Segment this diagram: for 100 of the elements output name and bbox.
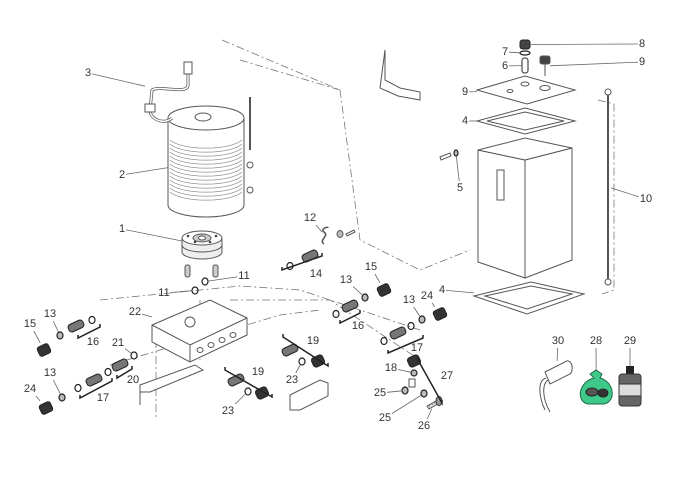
callout-number: 26 <box>418 420 430 432</box>
leader-line <box>316 224 323 233</box>
base-plate-drawing <box>472 281 586 315</box>
washer-icon <box>418 315 426 324</box>
callout-number: 1 <box>118 223 126 235</box>
tie-rod-drawing <box>604 88 612 286</box>
leader-line <box>508 65 522 66</box>
leader-line <box>234 394 246 404</box>
callout-number: 19 <box>252 366 264 378</box>
capacitor-drawing <box>539 360 573 412</box>
callout-number: 11 <box>238 270 250 282</box>
washer-icon <box>401 386 409 395</box>
leader-line <box>352 286 362 296</box>
washer-icon <box>410 369 418 377</box>
callout-number: 4 <box>462 115 468 127</box>
callout-number: 14 <box>310 268 322 280</box>
leader-line <box>508 52 520 54</box>
o-ring-icon <box>191 286 199 295</box>
parts-bag-drawing <box>580 370 613 404</box>
callout-number: 24 <box>24 383 36 395</box>
leader-line <box>468 91 478 92</box>
callout-number: 13 <box>44 367 56 379</box>
callout-number: 10 <box>640 193 652 205</box>
callout-number: 19 <box>306 335 320 347</box>
leader-line <box>36 396 40 402</box>
callout-number: 12 <box>304 212 316 224</box>
callout-number: 21 <box>112 337 124 349</box>
leader-line <box>33 330 41 344</box>
washer-icon <box>420 389 428 398</box>
washer-icon <box>453 149 459 157</box>
callout-number: 29 <box>624 335 636 347</box>
cable-drawing <box>144 62 192 123</box>
screw-icon <box>426 396 442 410</box>
leader-line <box>374 274 380 284</box>
callout-number: 11 <box>158 287 170 299</box>
callout-number: 4 <box>438 284 446 296</box>
callout-number: 3 <box>84 67 92 79</box>
hook-icon <box>322 226 328 245</box>
callout-number: 15 <box>364 261 378 273</box>
callout-number: 13 <box>340 274 352 286</box>
callout-number: 25 <box>374 387 386 399</box>
washer-icon <box>56 331 64 340</box>
valve-block-drawing <box>152 299 248 363</box>
o-ring-icon <box>244 387 252 396</box>
bottle-drawing <box>618 366 642 406</box>
callout-number: 15 <box>24 318 36 330</box>
leader-line <box>456 156 460 182</box>
callout-number: 9 <box>638 56 646 68</box>
callout-number: 2 <box>118 169 126 181</box>
leader-line <box>52 320 59 332</box>
tube-drawing <box>522 58 528 74</box>
plug-icon <box>376 282 392 298</box>
leader-line <box>468 120 478 122</box>
o-ring-icon <box>201 277 209 286</box>
leader-line <box>53 380 61 394</box>
leader-line <box>426 408 432 420</box>
plug-icon <box>38 400 54 416</box>
leader-line <box>386 390 402 393</box>
callout-number: 16 <box>352 320 364 332</box>
callout-number: 27 <box>440 370 454 382</box>
leader-line <box>392 395 422 414</box>
callout-number: 7 <box>502 46 508 58</box>
callout-number: 13 <box>44 308 56 320</box>
plug-icon <box>432 306 448 322</box>
callout-number: 23 <box>286 374 298 386</box>
leader-line <box>413 306 420 316</box>
callout-number: 16 <box>86 336 100 348</box>
callout-number: 9 <box>462 86 468 98</box>
plug-drawing <box>540 56 550 76</box>
callout-number: 8 <box>638 38 646 50</box>
plug-icon <box>36 342 52 358</box>
callout-number: 25 <box>378 412 392 424</box>
leader-line <box>446 290 474 294</box>
leader-line <box>596 348 597 370</box>
pump-drawing <box>182 230 222 260</box>
callout-number: 18 <box>384 362 398 374</box>
callout-number: 17 <box>96 392 110 404</box>
washer-icon <box>361 293 369 302</box>
leader-line <box>295 364 300 374</box>
leader-line <box>530 44 638 45</box>
callout-number: 23 <box>222 405 234 417</box>
leader-line <box>126 229 182 242</box>
callout-number: 30 <box>552 335 564 347</box>
leader-line <box>556 348 558 362</box>
callout-number: 17 <box>410 342 424 354</box>
o-ring-icon <box>298 357 306 366</box>
gasket-drawing <box>475 107 577 135</box>
callout-number: 13 <box>402 294 416 306</box>
callout-number: 28 <box>590 335 602 347</box>
washer-icon <box>58 393 66 402</box>
o-ring-icon <box>130 351 138 360</box>
callout-number: 5 <box>456 182 464 194</box>
o-ring-icon <box>519 50 531 56</box>
leader-line <box>92 74 146 87</box>
callout-number: 6 <box>502 60 508 72</box>
leader-line <box>610 188 640 198</box>
leader-line <box>208 276 238 282</box>
leader-line <box>142 314 152 318</box>
leader-line <box>124 348 132 354</box>
leader-line <box>398 369 412 373</box>
